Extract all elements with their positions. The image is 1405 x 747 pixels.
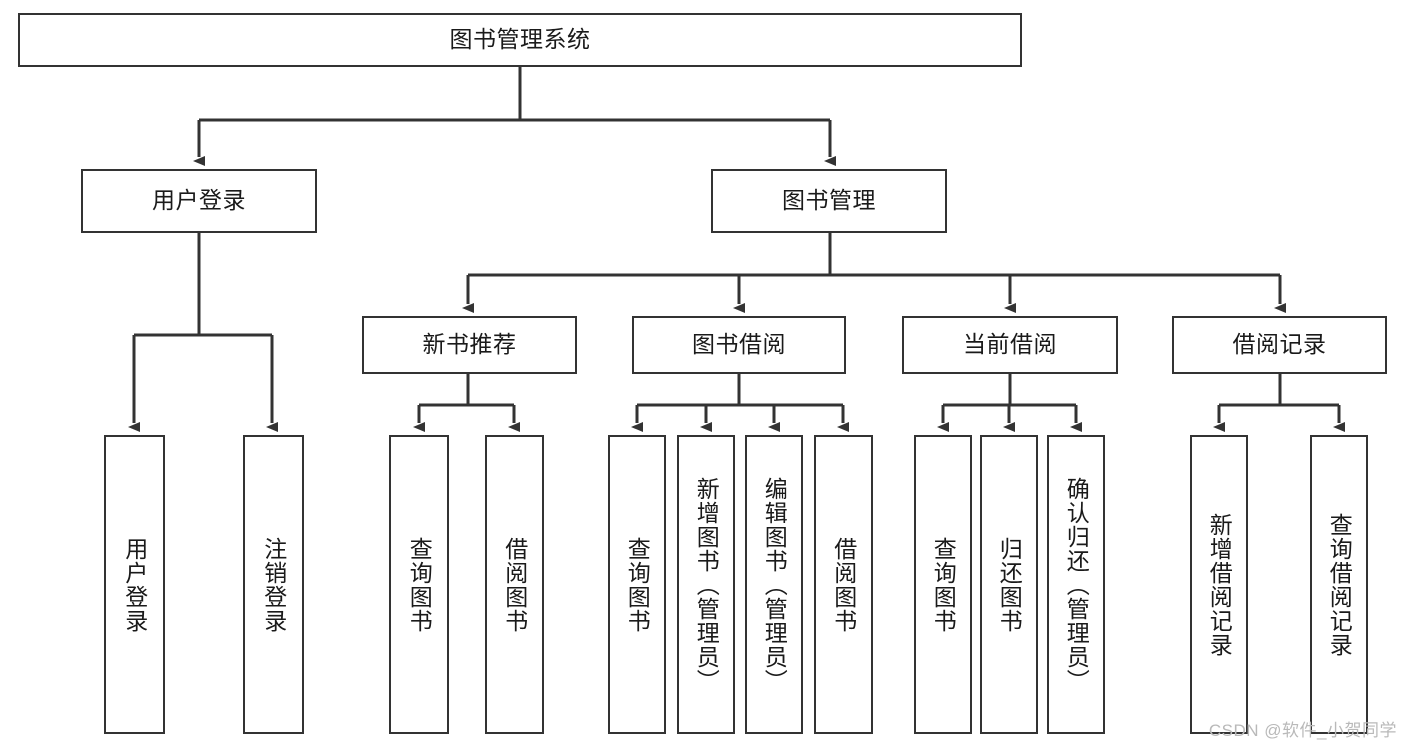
node-label: 借阅记录 (1232, 331, 1327, 358)
leaf-borrow-query-book[interactable]: 查询图书 (608, 435, 666, 734)
node-label: 用户登录 (152, 187, 246, 214)
node-label: 查询图书 (406, 536, 433, 633)
leaf-record-add-record[interactable]: 新增借阅记录 (1190, 435, 1248, 734)
node-book-borrow[interactable]: 图书借阅 (632, 316, 846, 374)
node-label: 图书管理系统 (449, 26, 591, 53)
node-new-book-recommend[interactable]: 新书推荐 (362, 316, 577, 374)
node-user-login[interactable]: 用户登录 (81, 169, 317, 233)
node-label: 编辑图书（管理员） (761, 476, 788, 693)
node-label: 图书管理 (782, 187, 876, 214)
leaf-borrow-edit-book-admin[interactable]: 编辑图书（管理员） (745, 435, 803, 734)
node-current-borrow[interactable]: 当前借阅 (902, 316, 1118, 374)
leaf-borrow-add-book-admin[interactable]: 新增图书（管理员） (677, 435, 735, 734)
leaf-record-query-record[interactable]: 查询借阅记录 (1310, 435, 1368, 734)
node-label: 图书借阅 (692, 331, 786, 358)
node-label: 注销登录 (260, 536, 287, 633)
node-label: 查询借阅记录 (1326, 512, 1353, 657)
leaf-user-login-login[interactable]: 用户登录 (104, 435, 165, 734)
node-label: 新增借阅记录 (1206, 512, 1233, 657)
leaf-user-login-logout[interactable]: 注销登录 (243, 435, 304, 734)
node-book-management[interactable]: 图书管理 (711, 169, 947, 233)
leaf-current-query-book[interactable]: 查询图书 (914, 435, 972, 734)
node-label: 确认归还（管理员） (1063, 476, 1090, 693)
node-label: 查询图书 (930, 536, 957, 633)
node-borrow-record[interactable]: 借阅记录 (1172, 316, 1387, 374)
node-book-management-system[interactable]: 图书管理系统 (18, 13, 1022, 67)
leaf-current-confirm-return-admin[interactable]: 确认归还（管理员） (1047, 435, 1105, 734)
leaf-new-book-borrow-book[interactable]: 借阅图书 (485, 435, 544, 734)
node-label: 用户登录 (121, 536, 148, 633)
node-label: 归还图书 (996, 536, 1023, 633)
node-label: 新书推荐 (422, 331, 517, 358)
leaf-current-return-book[interactable]: 归还图书 (980, 435, 1038, 734)
leaf-new-book-query-book[interactable]: 查询图书 (389, 435, 449, 734)
node-label: 借阅图书 (501, 536, 528, 633)
node-label: 查询图书 (624, 536, 651, 633)
node-label: 新增图书（管理员） (693, 476, 720, 693)
node-label: 借阅图书 (830, 536, 857, 633)
node-label: 当前借阅 (963, 331, 1057, 358)
leaf-borrow-borrow-book[interactable]: 借阅图书 (814, 435, 873, 734)
